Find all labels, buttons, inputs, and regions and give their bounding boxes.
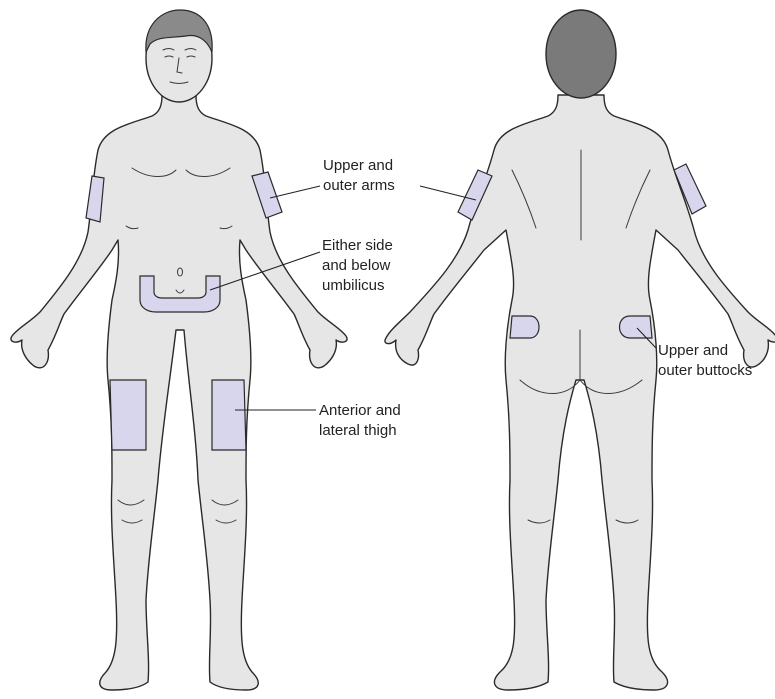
umbilicus-label: Either side and below umbilicus	[322, 237, 397, 294]
arms-label: Upper and outer arms	[323, 157, 397, 194]
back-body	[385, 95, 775, 690]
front-body	[11, 95, 347, 690]
front-right-thigh-site	[212, 380, 246, 450]
front-figure	[11, 10, 347, 690]
buttocks-label: Upper and outer buttocks	[658, 342, 752, 379]
front-left-thigh-site	[110, 380, 146, 450]
back-head	[546, 10, 616, 98]
left-buttock-site	[510, 316, 539, 338]
right-buttock-site	[620, 316, 653, 338]
thigh-label: Anterior and lateral thigh	[319, 402, 405, 439]
